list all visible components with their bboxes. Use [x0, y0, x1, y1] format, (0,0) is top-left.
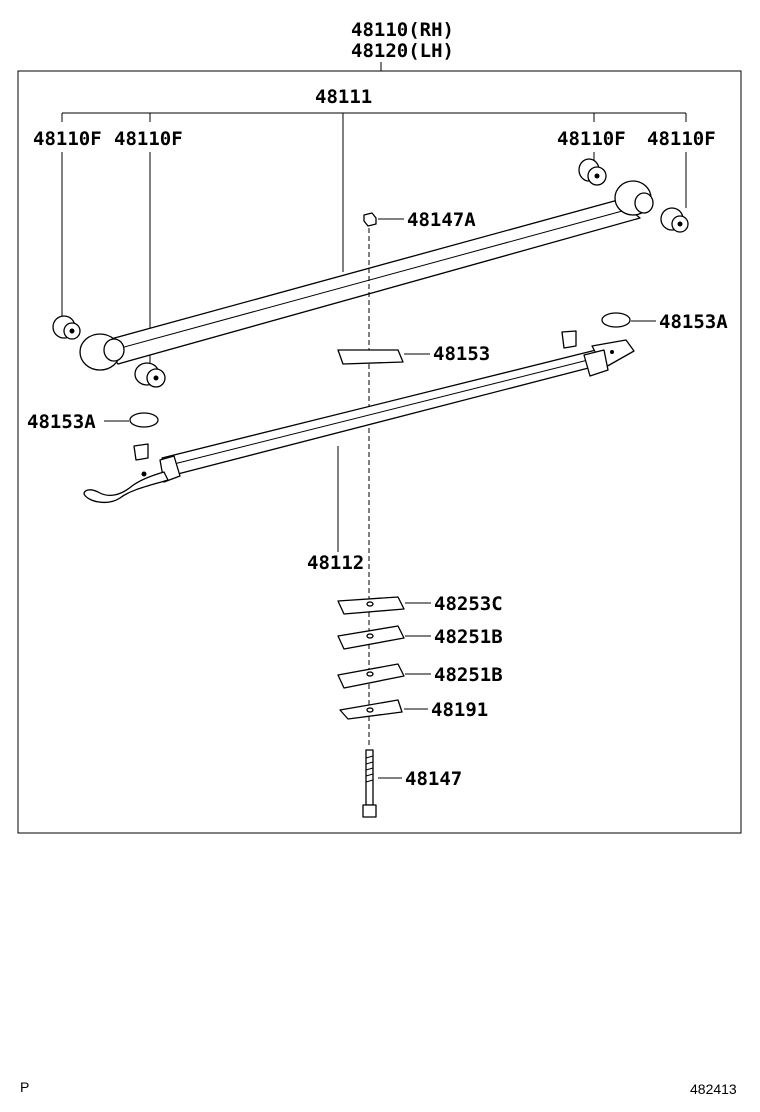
second-leaf — [83, 330, 635, 504]
plate-bottom — [339, 699, 403, 720]
bushing-rear-upper — [578, 158, 607, 186]
label-bushing-2: 48110F — [114, 128, 183, 150]
main-leaf — [79, 180, 654, 371]
label-spacer-c: 48253C — [434, 593, 503, 615]
pad-right — [601, 312, 631, 328]
spacer-c — [337, 596, 405, 615]
footer-left-mark: P — [20, 1079, 29, 1095]
label-assembly-lh: 48120(LH) — [351, 40, 454, 62]
label-leaf-second: 48112 — [307, 552, 364, 574]
label-spacer-b1: 48251B — [434, 626, 503, 648]
spacer-b1 — [337, 625, 405, 650]
label-bushing-1: 48110F — [33, 128, 102, 150]
nut — [363, 212, 377, 227]
bushing-front-outer — [52, 315, 81, 340]
label-bolt: 48147 — [405, 768, 462, 790]
label-assembly-rh: 48110(RH) — [351, 19, 454, 41]
label-plate-bottom: 48191 — [431, 699, 488, 721]
spacer-b2 — [337, 663, 405, 689]
label-leaf-main: 48111 — [315, 86, 372, 108]
label-pad-right: 48153A — [659, 311, 728, 333]
label-bushing-3: 48110F — [557, 128, 626, 150]
label-clip-plate: 48153 — [433, 343, 490, 365]
center-bolt — [362, 749, 377, 818]
label-bushing-4: 48110F — [647, 128, 716, 150]
label-nut: 48147A — [407, 209, 476, 231]
bushing-rear-outer — [660, 207, 689, 233]
diagram-frame — [17, 70, 742, 834]
figure-number: 482413 — [690, 1081, 737, 1097]
label-spacer-b2: 48251B — [434, 664, 503, 686]
label-pad-left: 48153A — [27, 411, 96, 433]
pad-left — [129, 412, 159, 428]
bushing-front-inner — [134, 362, 166, 388]
clip-plate — [337, 349, 404, 365]
